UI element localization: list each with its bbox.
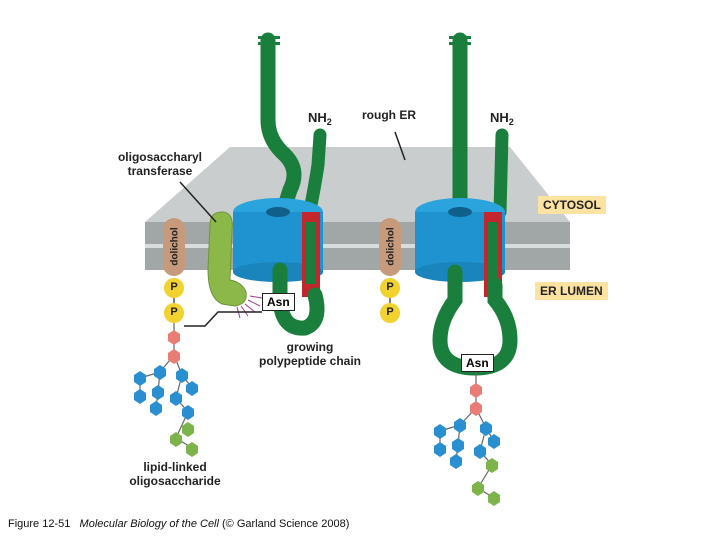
transferase-pointer [179, 181, 217, 223]
phosphate-left-1 [164, 278, 184, 298]
sugar-pink [470, 383, 482, 398]
sugar-pink [470, 401, 482, 416]
nh2-right-text: NH [490, 110, 509, 125]
sugar-blue [452, 438, 464, 453]
asn-label-left: Asn [262, 293, 295, 311]
asn-label-right: Asn [461, 354, 494, 372]
sugar-green [186, 442, 198, 457]
caption-figure: Figure 12-51 [8, 518, 71, 530]
sugar-blue [450, 454, 462, 469]
sugar-green [472, 481, 484, 496]
growing-chain-label-line1: growing [286, 340, 334, 354]
sugar-green [486, 458, 498, 473]
growing-chain-label: growing polypeptide chain [240, 340, 380, 368]
membrane-bilayer-gap [145, 244, 570, 248]
sugar-green [488, 491, 500, 506]
polypeptide-right-nterm [493, 128, 509, 219]
sugar-blue [434, 442, 446, 457]
phosphate-right-2 [380, 303, 400, 323]
sugar-pink [168, 330, 180, 345]
sugar-blue [134, 371, 146, 386]
polypeptide-right-cap-line1 [449, 36, 471, 39]
sugar-blue [154, 365, 166, 380]
phosphate-label-left-1: P [170, 281, 178, 293]
sugar-blue [176, 368, 188, 383]
figure-caption: Figure 12-51 Molecular Biology of the Ce… [8, 518, 349, 530]
sugar-blue [134, 389, 146, 404]
signal-sequence-left-core [306, 222, 316, 284]
transferase-label-line1: oligosaccharyl [117, 150, 203, 164]
phosphate-label-left-2: P [170, 306, 178, 318]
nh2-label-left: NH2 [308, 110, 332, 127]
dolichol-left [163, 218, 185, 276]
nh2-left-text: NH [308, 110, 327, 125]
rough-er-pointer [394, 131, 406, 161]
left-sugars [134, 330, 198, 457]
lipid-linked-label-line1: lipid-linked [143, 460, 207, 474]
sugar-blue [150, 401, 162, 416]
caption-book: Molecular Biology of the Cell [79, 518, 219, 530]
lipid-linked-label-line2: oligosaccharide [129, 474, 221, 488]
signal-sequence-right-core [488, 222, 498, 284]
right-sugars [434, 383, 500, 506]
sugar-blue [454, 418, 466, 433]
rough-er-label: rough ER [362, 108, 416, 122]
sugar-blue [434, 424, 446, 439]
sugar-green [170, 432, 182, 447]
phosphate-label-right-2: P [386, 306, 394, 318]
sugar-green [182, 422, 194, 437]
sugar-blue [186, 381, 198, 396]
sugar-blue [488, 434, 500, 449]
polypeptide-left-cap-line1 [258, 36, 280, 39]
dolichol-label-right: dolichol [385, 227, 397, 266]
membrane-bilayer-upper [145, 222, 570, 244]
translocon-left-pore [266, 207, 290, 217]
sugar-pink [168, 349, 180, 364]
er-lumen-label: ER LUMEN [535, 282, 608, 300]
caption-credit: (© Garland Science 2008) [222, 518, 350, 530]
transferase-activity-marks [236, 295, 263, 319]
transferase-label-line2: transferase [127, 164, 193, 178]
translocon-left [233, 32, 327, 336]
lipid-linked-label: lipid-linked oligosaccharide [110, 460, 240, 488]
transfer-line [184, 311, 262, 327]
dolichol-label-left: dolichol [169, 227, 181, 266]
polypeptide-right-cap-line2 [449, 42, 471, 45]
phosphate-label-right-1: P [386, 281, 394, 293]
phosphate-left-2 [164, 303, 184, 323]
dolichol-right [379, 218, 401, 276]
sugar-blue [170, 391, 182, 406]
cytosol-label: CYTOSOL [538, 196, 606, 214]
translocon-right-pore [448, 207, 472, 217]
sugar-blue [152, 385, 164, 400]
transferase-label: oligosaccharyl transferase [110, 150, 210, 178]
nh2-left-subscript: 2 [326, 117, 332, 127]
oligosaccharyl-transferase [207, 211, 247, 307]
translocon-right [415, 32, 518, 376]
nh2-label-right: NH2 [490, 110, 514, 127]
sugar-blue [474, 444, 486, 459]
sugar-blue [480, 421, 492, 436]
nh2-right-subscript: 2 [508, 117, 514, 127]
phosphate-right-1 [380, 278, 400, 298]
polypeptide-left-upper [260, 32, 302, 223]
polypeptide-left-cap-line2 [258, 42, 280, 45]
growing-chain-label-line2: polypeptide chain [258, 354, 361, 368]
sugar-blue [182, 405, 194, 420]
